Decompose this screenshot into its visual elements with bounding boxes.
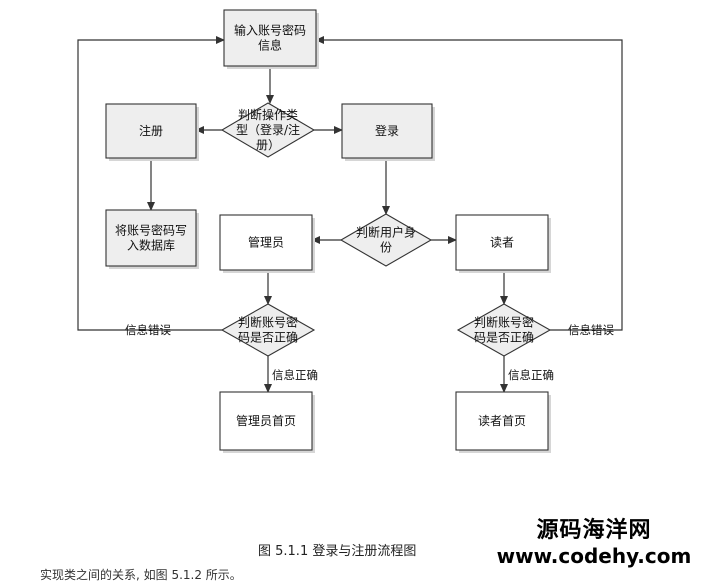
node-write-db-label-line: 入数据库 (127, 238, 175, 253)
node-input-label-line: 信息 (258, 38, 282, 53)
node-judge-operation-label-line: 型（登录/注 (236, 122, 300, 137)
node-judge-identity-label-line: 判断用户身 (356, 225, 416, 240)
node-admin-label-line: 管理员 (248, 235, 284, 250)
cut-off-body-text: 实现类之间的关系, 如图 5.1.2 所示。 (40, 568, 242, 582)
node-input-label-line: 输入账号密码 (234, 23, 306, 38)
node-judge-identity-label-line: 份 (380, 241, 392, 255)
watermark: 源码海洋网 www.codehy.com (489, 518, 699, 568)
node-admin-home: 管理员首页 (219, 391, 315, 453)
node-judge-operation-label-line: 册） (256, 138, 280, 152)
node-judge-reader-pw-label-line: 码是否正确 (474, 331, 534, 345)
node-judge-reader-pw-label-line: 判断账号密 (474, 315, 534, 330)
edge-admin-pw-error-loop (77, 36, 225, 331)
edge-label-reader-correct: 信息正确 (508, 368, 554, 382)
node-login: 登录 (341, 103, 435, 161)
node-login-label-line: 登录 (375, 123, 399, 138)
figure-caption: 图 5.1.1 登录与注册流程图 (258, 544, 417, 559)
node-register: 注册 (105, 103, 199, 161)
node-admin-home-label-line: 管理员首页 (236, 413, 296, 428)
edge-label-admin-correct: 信息正确 (272, 368, 318, 382)
node-reader: 读者 (455, 214, 551, 273)
node-judge-operation-label-line: 判断操作类 (238, 107, 298, 122)
watermark-url: www.codehy.com (496, 544, 692, 568)
edge-label-admin-error: 信息错误 (125, 323, 171, 337)
node-reader-home: 读者首页 (455, 391, 551, 453)
edge-label-reader-error: 信息错误 (568, 323, 614, 337)
node-register-label-line: 注册 (139, 123, 163, 138)
node-reader-home-label-line: 读者首页 (478, 414, 526, 428)
node-judge-admin-pw-label-line: 码是否正确 (238, 331, 298, 345)
watermark-title: 源码海洋网 (536, 518, 652, 543)
node-admin: 管理员 (219, 214, 315, 273)
node-reader-label-line: 读者 (490, 236, 514, 250)
edge-reader-pw-error-loop (315, 36, 623, 331)
node-judge-admin-pw-label-line: 判断账号密 (238, 315, 298, 330)
node-write-db-label-line: 将账号密码写 (115, 223, 187, 238)
